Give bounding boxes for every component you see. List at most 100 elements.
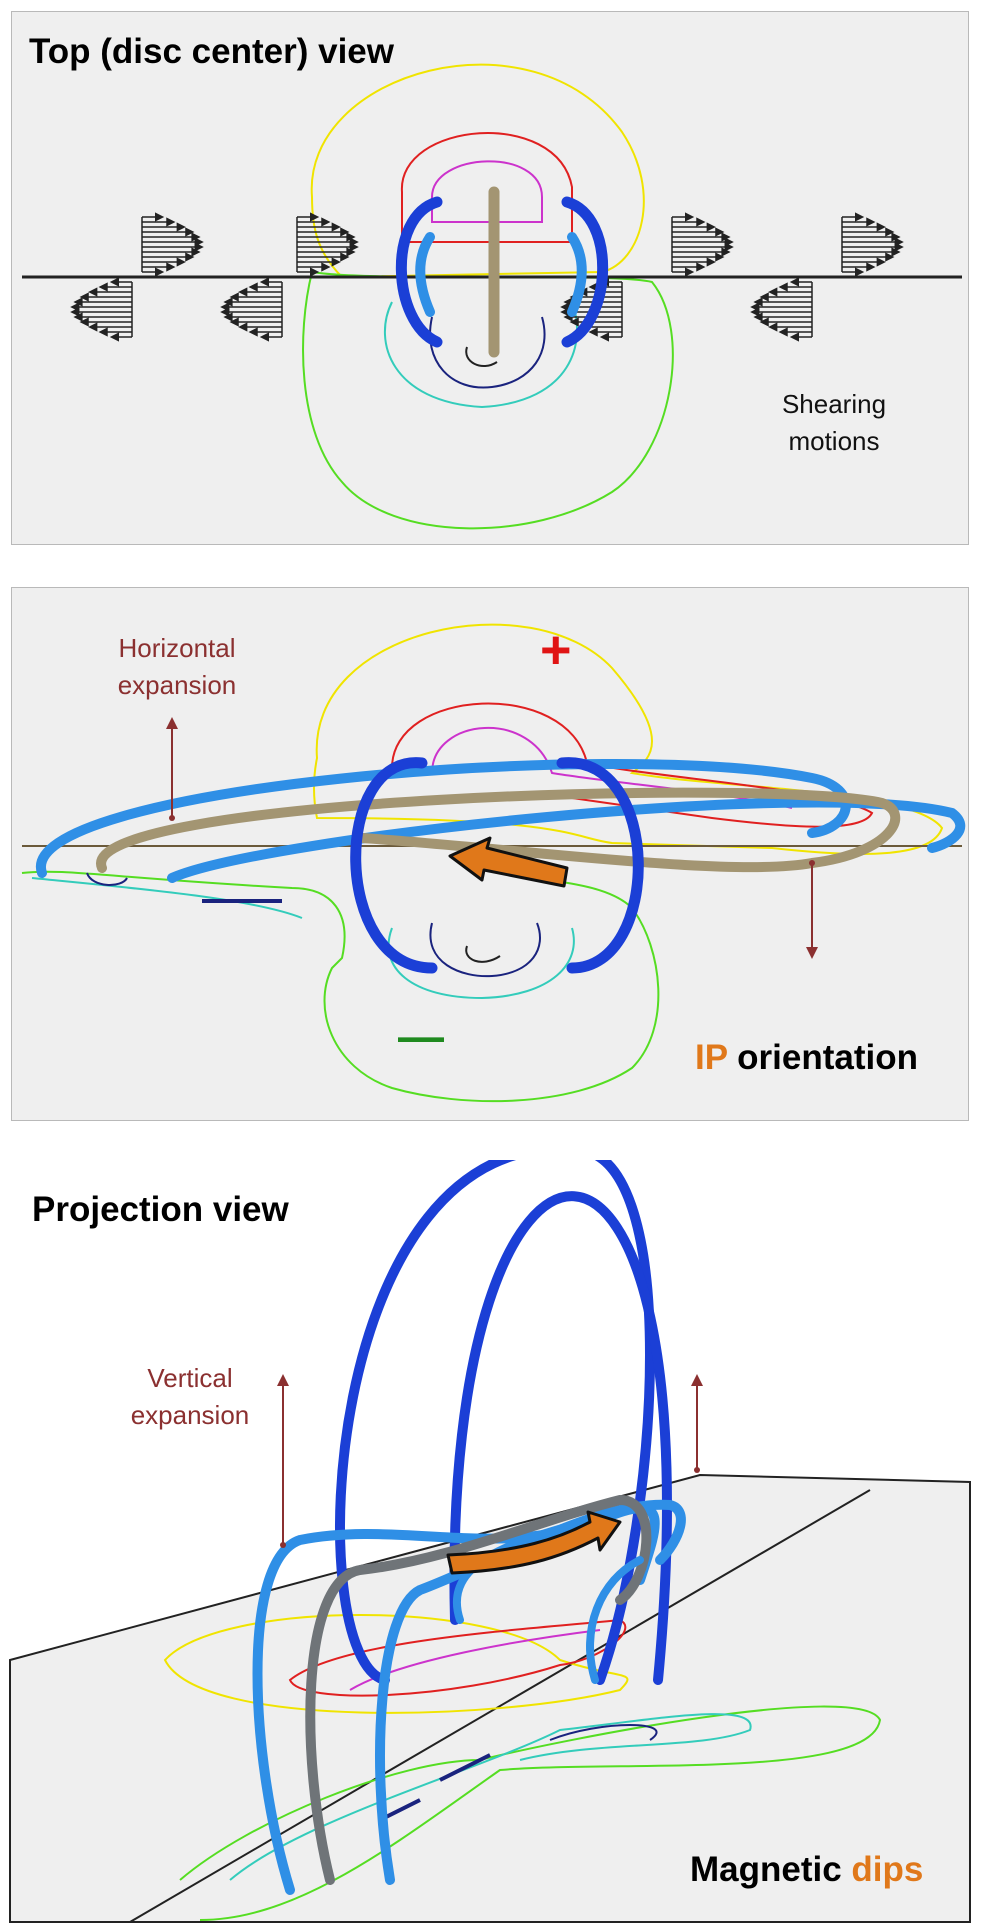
shear-vector-head — [185, 227, 195, 237]
shear-vector-head — [855, 212, 865, 222]
loop-light-blue-right — [567, 232, 587, 317]
magnetic-dips-label: Magnetic dips — [690, 1850, 924, 1889]
shear-vector-head — [696, 217, 706, 227]
shear-vector-head — [349, 242, 359, 252]
orange-arrow-icon — [446, 1510, 622, 1575]
shear-vector-head — [310, 212, 320, 222]
shear-vector-head — [588, 327, 598, 337]
shear-vector-head — [685, 212, 695, 222]
shear-vector-head — [599, 332, 609, 342]
contour-magenta — [431, 160, 543, 223]
shear-vector-head — [194, 237, 204, 247]
shear-vector-head — [155, 212, 165, 222]
shear-vector-head — [750, 307, 760, 317]
contour-green — [179, 1705, 882, 1921]
shear-vector-head — [778, 282, 788, 292]
positive-polarity-sign: + — [540, 620, 572, 680]
shear-vector-head — [166, 262, 176, 272]
shear-vector-head — [238, 322, 248, 332]
shear-vector-head — [331, 257, 341, 267]
shear-vector-head — [229, 292, 239, 302]
shear-vector-head — [349, 237, 359, 247]
shear-vector-head — [310, 267, 320, 277]
ip-orientation-diagram — [21, 623, 966, 1103]
shear-vector-head — [706, 257, 716, 267]
loop-dark-blue-2 — [449, 1191, 672, 1685]
shear-vector-head — [88, 322, 98, 332]
loop-dark-blue-right — [556, 757, 644, 974]
contour-navy — [429, 922, 541, 978]
shear-vector-head — [560, 302, 570, 312]
loop-dark-blue-1 — [335, 1160, 655, 1685]
contour-green — [21, 870, 660, 1103]
shear-vector-head — [724, 242, 734, 252]
shear-vector-head — [715, 227, 725, 237]
shear-vector-head — [176, 222, 186, 232]
shear-vector-head — [346, 247, 356, 257]
shear-vector-head — [724, 237, 734, 247]
shear-vector-head — [876, 222, 886, 232]
shear-vector-head — [220, 302, 230, 312]
shear-vector-head — [98, 282, 108, 292]
contour-yellow — [310, 63, 645, 279]
shear-vector-head — [789, 332, 799, 342]
shear-vector-head — [220, 307, 230, 317]
shear-vector-head — [340, 252, 350, 262]
shear-vector-head — [866, 262, 876, 272]
shear-vector-head — [176, 257, 186, 267]
shear-vector-head — [855, 267, 865, 277]
projection-view-diagram — [9, 1160, 971, 1923]
shear-vector-head — [340, 227, 350, 237]
filament-tan — [96, 787, 901, 873]
shear-vector-head — [70, 302, 80, 312]
loop-light-blue-long-2 — [167, 797, 966, 883]
contour-red — [400, 132, 573, 243]
shear-vector-head — [194, 242, 204, 252]
ip-orientation-panel: Horizontal expansion + — IP orientation — [11, 587, 969, 1121]
top-view-panel: Top (disc center) view Shearing motions — [11, 11, 969, 545]
horizontal-expansion-caption: Horizontal expansion — [117, 633, 237, 700]
shear-vector-head — [109, 277, 119, 287]
shear-vector-head — [768, 322, 778, 332]
polarity-inversion-line — [129, 1489, 871, 1923]
loop-dark-blue-left — [395, 196, 443, 348]
contour-cyan — [31, 877, 575, 1000]
shear-vector-head — [891, 247, 901, 257]
top-view-title: Top (disc center) view — [29, 32, 394, 71]
shear-vector-head — [98, 327, 108, 337]
shear-vector-head — [885, 227, 895, 237]
shear-vector-head — [569, 317, 579, 327]
contour-navy — [549, 1724, 658, 1741]
shear-vector-head — [191, 247, 201, 257]
filament-gray — [305, 1494, 652, 1885]
contour-cyan — [384, 301, 579, 409]
shear-vector-head — [155, 267, 165, 277]
shear-vector-head — [866, 217, 876, 227]
shear-vector-head — [706, 222, 716, 232]
shear-vector-head — [894, 242, 904, 252]
shear-vector-head — [109, 332, 119, 342]
shear-vector-head — [685, 267, 695, 277]
shear-vector-head — [721, 247, 731, 257]
shear-vector-head — [88, 287, 98, 297]
contour-black — [465, 346, 498, 367]
shear-vector-head — [696, 262, 706, 272]
orange-arrow-icon — [448, 836, 569, 888]
shear-vector-head — [166, 217, 176, 227]
shear-vector-head — [321, 217, 331, 227]
loop-light-blue-left — [415, 232, 435, 317]
shear-vector-head — [248, 327, 258, 337]
shear-vector-head — [73, 312, 83, 322]
shear-vector-head — [259, 332, 269, 342]
projection-view-panel: Projection view Vertical expansion Magne… — [0, 1160, 982, 1927]
contour-navy-dash — [439, 1753, 491, 1782]
contour-navy-small — [86, 872, 128, 886]
contour-cyan — [229, 1713, 752, 1881]
shear-vector-head — [750, 302, 760, 312]
shear-vector-head — [331, 222, 341, 232]
ip-orientation-label: IP orientation — [695, 1038, 918, 1077]
vertical-expansion-caption: Vertical expansion — [130, 1363, 250, 1430]
top-view-diagram — [22, 63, 962, 530]
shear-vector-head — [70, 307, 80, 317]
loop-dark-blue-right — [561, 196, 609, 348]
